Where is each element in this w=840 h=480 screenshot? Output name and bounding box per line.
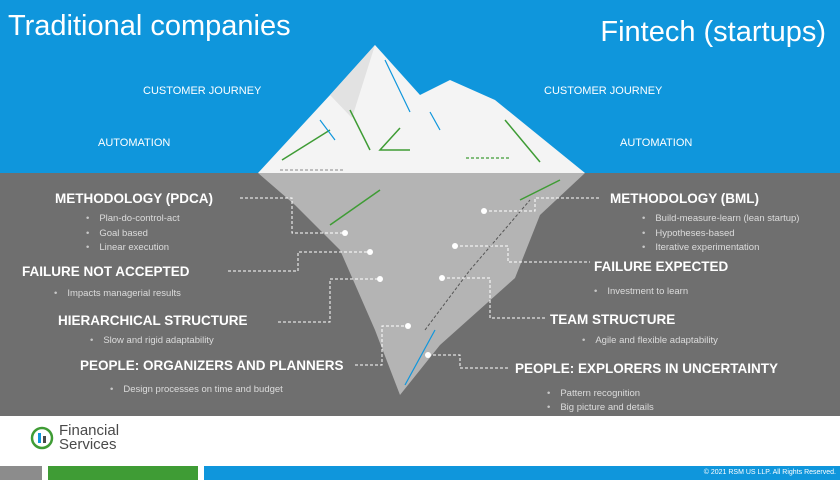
left-bullet: Design processes on time and budget	[110, 384, 283, 395]
right-heading-methodology: METHODOLOGY (BML)	[610, 191, 759, 206]
left-bullet: Goal based	[86, 228, 148, 239]
right-automation: AUTOMATION	[620, 137, 693, 149]
logo-icon	[30, 426, 54, 450]
logo-line2: Services	[59, 436, 117, 453]
right-bullet: Build-measure-learn (lean startup)	[642, 213, 799, 224]
right-heading-people: PEOPLE: EXPLORERS IN UNCERTAINTY	[515, 361, 779, 376]
right-bullet: Iterative experimentation	[642, 242, 759, 253]
right-heading-failure: FAILURE EXPECTED	[594, 259, 729, 274]
iceberg-tip	[258, 45, 585, 173]
right-title: Fintech (startups)	[600, 16, 826, 48]
left-title: Traditional companies	[8, 10, 291, 42]
left-bullet: Impacts managerial results	[54, 288, 181, 299]
left-automation: AUTOMATION	[98, 137, 171, 149]
copyright-text: © 2021 RSM US LLP. All Rights Reserved.	[703, 469, 836, 476]
iceberg-underwater	[258, 173, 585, 395]
right-bullet: Investment to learn	[594, 286, 688, 297]
footer-bar-grey	[0, 466, 42, 480]
left-bullet: Linear execution	[86, 242, 169, 253]
right-customer-journey: CUSTOMER JOURNEY	[544, 85, 663, 97]
logo-line1: Financial	[59, 422, 120, 439]
left-heading-structure: HIERARCHICAL STRUCTURE	[58, 313, 248, 328]
footer-bar-blue	[204, 466, 840, 480]
footer-bar-green	[48, 466, 198, 480]
left-bullet: Slow and rigid adaptability	[90, 335, 213, 346]
left-heading-failure: FAILURE NOT ACCEPTED	[22, 264, 190, 279]
right-bullet: Pattern recognition	[547, 388, 640, 399]
left-customer-journey: CUSTOMER JOURNEY	[143, 85, 262, 97]
right-bullet: Big picture and details	[547, 402, 653, 413]
right-heading-structure: TEAM STRUCTURE	[550, 312, 676, 327]
right-bullet: Agile and flexible adaptability	[582, 335, 718, 346]
left-bullet: Plan-do-control-act	[86, 213, 179, 224]
financial-services-logo: Financial Services	[30, 422, 120, 453]
left-heading-people: PEOPLE: ORGANIZERS AND PLANNERS	[80, 358, 344, 373]
left-heading-methodology: METHODOLOGY (PDCA)	[55, 191, 213, 206]
right-bullet: Hypotheses-based	[642, 228, 734, 239]
